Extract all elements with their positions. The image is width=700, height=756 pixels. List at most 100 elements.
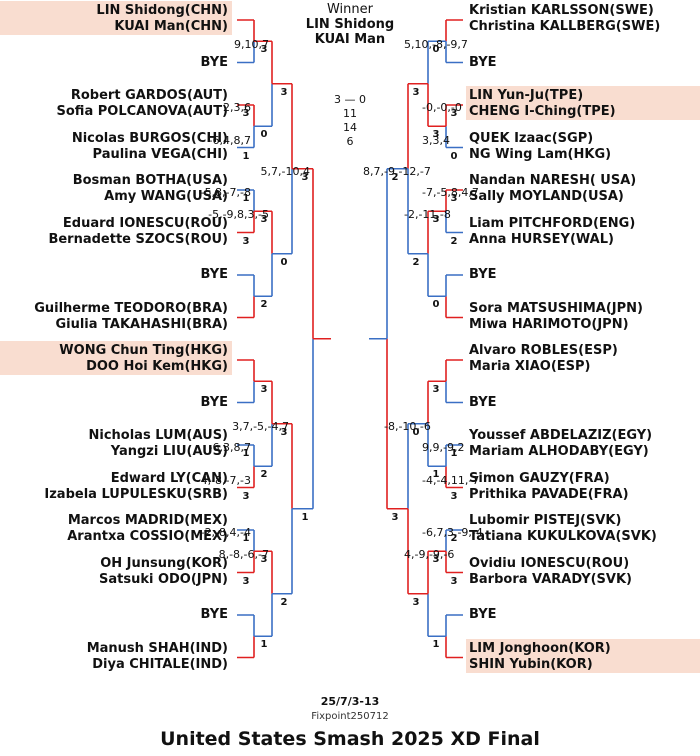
player-name: Anna HURSEY(WAL) — [469, 231, 614, 247]
match-score: -5,-9,8,3,-5 — [208, 207, 269, 221]
player-name: DOO Hoi Kem(HKG) — [86, 359, 228, 374]
bye-label: BYE — [469, 54, 497, 70]
highlight-bar — [0, 1, 232, 35]
player-name: Sofia POLCANOVA(AUT) — [56, 104, 228, 119]
player-name: Robert GARDOS(AUT) — [70, 88, 228, 103]
game-score: 1 — [301, 511, 309, 523]
game-score: 0 — [432, 44, 440, 56]
game-score: 0 — [260, 129, 268, 141]
credit-text: Fixpoint250712 — [311, 711, 389, 722]
game-score: 3 — [432, 554, 440, 566]
game-score: 3 — [242, 490, 250, 502]
player-name: Prithika PAVADE(FRA) — [469, 486, 629, 502]
game-score: 1 — [242, 193, 250, 204]
final-game-2: 14 — [343, 121, 357, 134]
player-name: Izabela LUPULESKU(SRB) — [44, 486, 228, 502]
player-name: Maria XIAO(ESP) — [469, 359, 591, 374]
player-name: Manush SHAH(IND) — [86, 640, 228, 656]
game-score: 1 — [432, 469, 440, 481]
game-score: 2 — [450, 533, 458, 544]
game-score: 1 — [260, 639, 268, 651]
match-score: 9,10,7 — [234, 37, 269, 51]
match-score: 8,-8,-6,-7 — [218, 547, 269, 561]
game-score: 2 — [260, 299, 268, 311]
match-score: 9,9,-9,2 — [422, 441, 465, 455]
match-score: 3,7,-5,-4,7 — [232, 420, 289, 433]
match-score: -4,-4,11,-7 — [422, 474, 480, 488]
game-score: 3 — [242, 108, 250, 119]
highlight-bar — [466, 638, 700, 673]
highlight-bar — [0, 341, 232, 375]
player-name: Youssef ABDELAZIZ(EGY) — [469, 428, 653, 443]
game-score: 3 — [301, 171, 309, 183]
bye-label: BYE — [200, 267, 229, 282]
game-score: 1 — [242, 448, 250, 459]
final-games: 3 — 0 — [334, 93, 366, 106]
game-score: 3 — [432, 384, 440, 396]
player-name: Ovidiu IONESCU(ROU) — [469, 555, 630, 571]
game-score: 0 — [412, 426, 420, 438]
player-name: OH Junsung(KOR) — [100, 555, 228, 571]
match-score: -6,3,8,7 — [208, 441, 251, 455]
match-score: 8,7,-9,-12,-7 — [363, 165, 431, 178]
match-score: -2,-8,4,-4 — [200, 526, 251, 540]
player-name: Mariam ALHODABY(EGY) — [469, 444, 649, 459]
player-name: SHIN Yubin(KOR) — [469, 656, 593, 672]
player-name: Marcos MADRID(MEX) — [67, 513, 228, 528]
player-name: Diya CHITALE(IND) — [92, 656, 228, 672]
player-name: KUAI Man(CHN) — [114, 19, 228, 34]
game-score: 3 — [412, 86, 420, 98]
game-score: 1 — [432, 639, 440, 651]
game-score: 3 — [391, 511, 399, 523]
player-name: Sora MATSUSHIMA(JPN) — [469, 300, 643, 316]
player-name: Tatiana KUKULKOVA(SVK) — [469, 529, 657, 544]
player-name: LIN Yun-Ju(TPE) — [469, 88, 584, 103]
bye-label: BYE — [469, 607, 497, 622]
game-score: 3 — [280, 426, 288, 438]
game-score: 0 — [450, 150, 458, 162]
bye-label: BYE — [200, 394, 229, 410]
match-score: -6,4,8,7 — [208, 134, 251, 148]
game-score: 3 — [242, 575, 250, 587]
match-score: 3,3,4 — [422, 134, 450, 148]
player-name: Satsuki ODO(JPN) — [99, 571, 228, 587]
game-score: 3 — [242, 235, 250, 247]
game-score: 1 — [450, 448, 458, 459]
bye-label: BYE — [200, 54, 229, 70]
player-name: Liam PITCHFORD(ENG) — [469, 215, 636, 231]
game-score: 3 — [260, 384, 268, 396]
match-score: -7,-5,8,4,7 — [422, 186, 479, 200]
match-score: -6,7,3,-9,-4 — [422, 526, 483, 540]
bye-label: BYE — [469, 267, 497, 282]
player-name: Miwa HARIMOTO(JPN) — [469, 316, 629, 332]
game-score: 2 — [280, 596, 288, 608]
final-game-1: 11 — [343, 107, 357, 120]
game-score: 3 — [450, 108, 458, 119]
match-score: -2,-11,-8 — [404, 207, 451, 221]
match-score: -8,-10,-6 — [384, 420, 431, 433]
player-name: Nicholas LUM(AUS) — [88, 428, 229, 443]
player-name: Christina KALLBERG(SWE) — [469, 19, 661, 34]
player-name: Paulina VEGA(CHI) — [92, 146, 228, 162]
event-dates: 25/7/3-13 — [320, 695, 380, 708]
final-score-block: 3 — 0 11 14 6 — [305, 93, 395, 149]
player-name: Alvaro ROBLES(ESP) — [469, 343, 618, 358]
player-name: Yangzi LIU(AUS) — [110, 444, 228, 459]
game-score: 3 — [260, 44, 268, 56]
game-score: 3 — [450, 490, 458, 502]
player-name: Barbora VARADY(SVK) — [469, 571, 632, 587]
winner-block: Winner LIN Shidong KUAI Man — [290, 2, 410, 47]
game-score: 0 — [280, 256, 288, 268]
match-score: -5,8,-7,-8 — [200, 186, 251, 200]
match-score: 5,10,-8,-9,7 — [404, 37, 468, 51]
game-score: 3 — [432, 129, 440, 141]
game-score: 3 — [412, 596, 420, 608]
match-score: 4,-8,-7,-3 — [200, 474, 251, 488]
game-score: 1 — [242, 150, 250, 162]
player-name: Guilherme TEODORO(BRA) — [34, 300, 228, 316]
game-score: 3 — [280, 86, 288, 98]
player-name: Edward LY(CAN) — [110, 470, 228, 486]
player-name: Nandan NARESH( USA) — [469, 173, 637, 188]
player-name: Giulia TAKAHASHI(BRA) — [55, 316, 228, 332]
